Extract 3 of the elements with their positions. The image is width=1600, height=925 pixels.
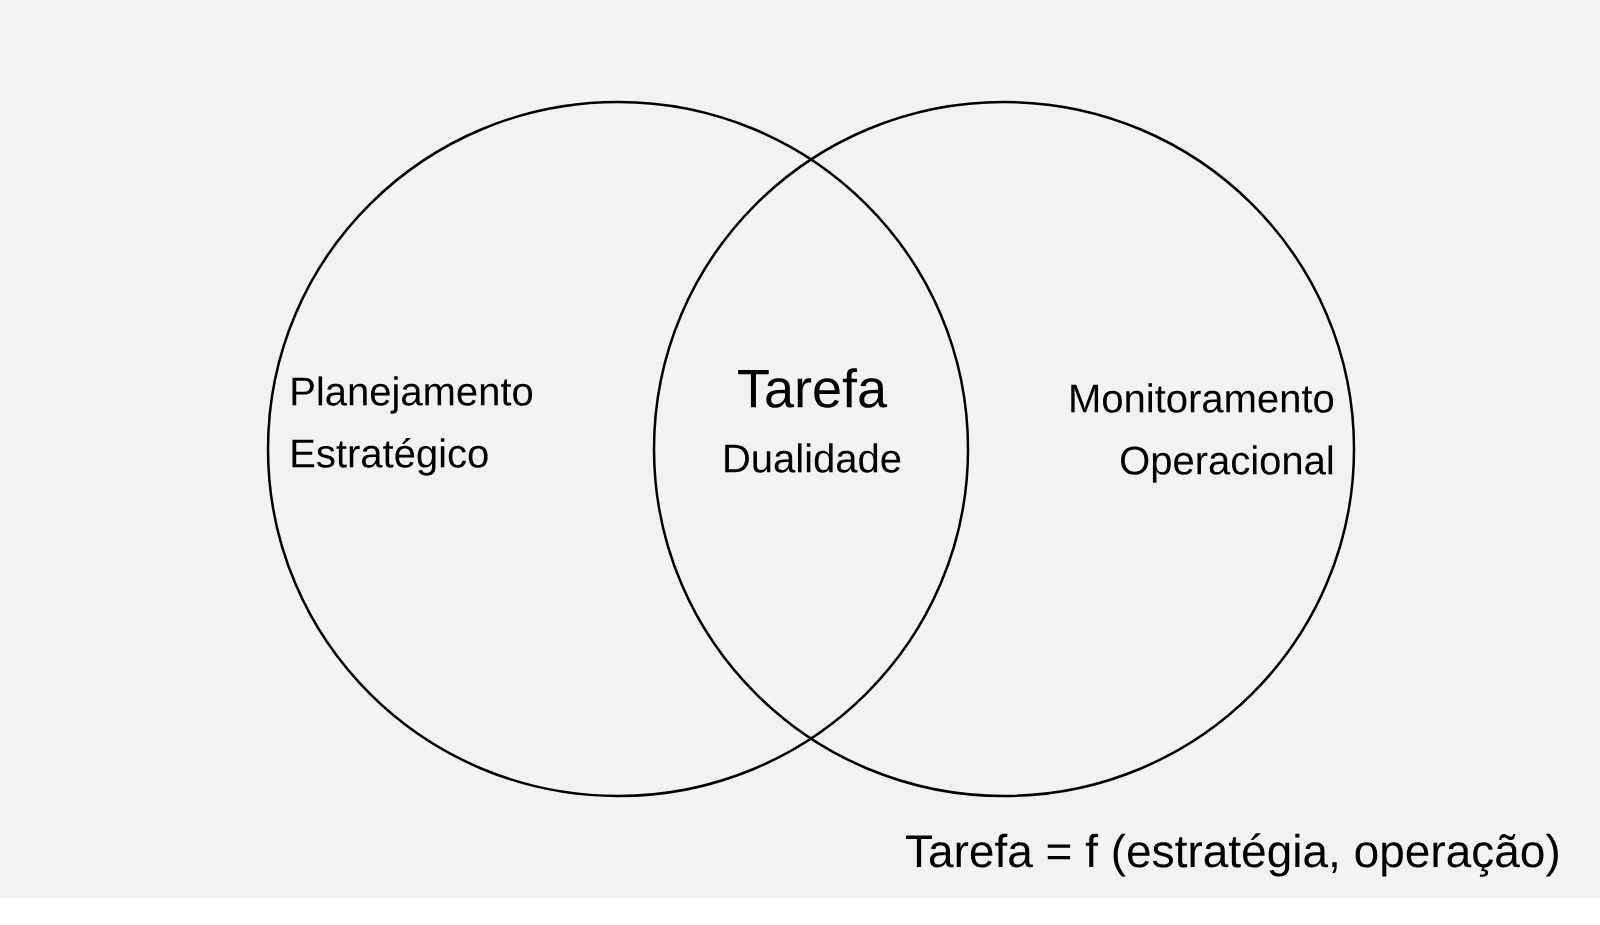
formula-text: Tarefa = f (estratégia, operação) [906,833,1558,877]
region-label: Tarefa [738,368,888,408]
region-label: Dualidade [725,443,901,473]
